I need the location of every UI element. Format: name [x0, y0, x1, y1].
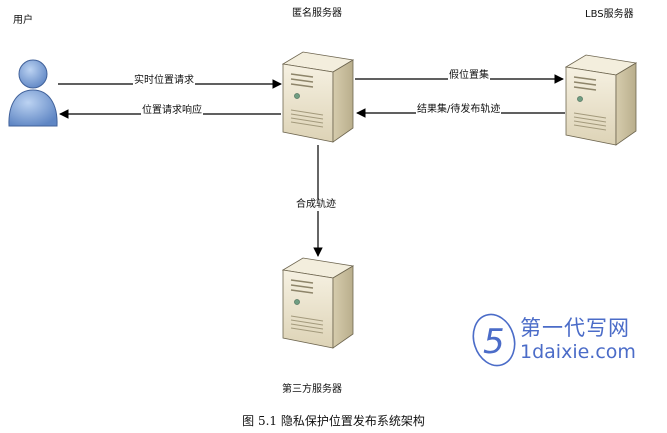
lbs-server-icon: [565, 54, 637, 146]
user-label: 用户: [13, 15, 33, 26]
watermark-text-en: 1daixie.com: [520, 341, 636, 363]
edge-label-synth-traj: 合成轨迹: [295, 199, 337, 211]
anonymity-server-icon: [282, 51, 354, 143]
third-party-server-icon: [282, 257, 354, 349]
edge-label-result-set: 结果集/待发布轨迹: [416, 104, 502, 116]
edge-label-realtime-request: 实时位置请求: [133, 75, 195, 87]
watermark-logo-icon: 5: [472, 313, 516, 367]
edge-label-fake-set: 假位置集: [448, 70, 490, 82]
watermark-text-cn: 第一代写网: [520, 316, 630, 340]
edge-label-response: 位置请求响应: [141, 105, 203, 117]
figure-caption: 图 5.1 隐私保护位置发布系统架构: [242, 414, 425, 428]
user-person-icon: [8, 59, 58, 127]
third-server-label: 第三方服务器: [282, 384, 342, 395]
anon-server-label: 匿名服务器: [292, 8, 342, 19]
watermark-mark: 5: [483, 322, 505, 362]
lbs-server-label: LBS服务器: [585, 9, 634, 20]
